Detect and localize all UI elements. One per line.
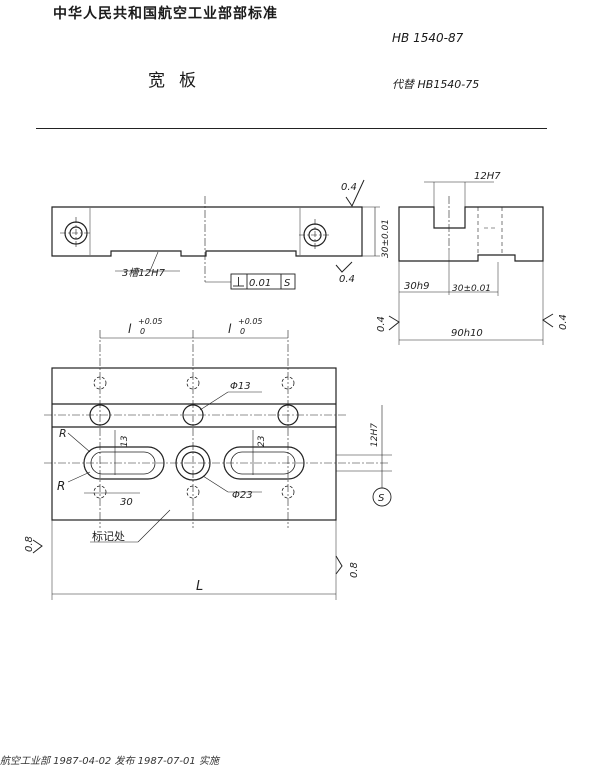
dim-30-pm-text: 30±0.01 bbox=[381, 219, 391, 258]
dim-23-text: 23 bbox=[257, 435, 267, 447]
standard-org-title: 中华人民共和国航空工业部部标准 bbox=[53, 6, 278, 22]
phi13-text: Φ13 bbox=[230, 381, 251, 392]
dim-30-pm-2-text: 30±0.01 bbox=[452, 284, 491, 294]
datum-s-circle-text: S bbox=[378, 493, 385, 504]
perp-tol-text: 0.01 bbox=[249, 278, 271, 289]
dim-12h7-right-text: 12H7 bbox=[370, 423, 380, 447]
dim-L-text: L bbox=[196, 579, 203, 594]
slot-note-text: 3槽12H7 bbox=[122, 267, 166, 279]
ra-0.4-top-text: 0.4 bbox=[341, 182, 357, 193]
dim-30-bottom-text: 30 bbox=[120, 497, 133, 508]
tol-plus-2: +0.05 bbox=[238, 317, 263, 326]
header-rule bbox=[36, 128, 547, 129]
footer-text: 航空工业部 1987-04-02 发布 1987-07-01 实施 bbox=[0, 756, 219, 767]
standard-number: HB 1540-87 bbox=[392, 31, 464, 45]
ra-0.4-left-text: 0.4 bbox=[376, 316, 387, 332]
ra-0.8-left-text: 0.8 bbox=[24, 536, 35, 552]
dim-12h7-top-text: 12H7 bbox=[474, 171, 501, 182]
tol-plus-1: +0.05 bbox=[138, 317, 163, 326]
datum-s-text: S bbox=[284, 278, 291, 289]
phi23-text: Φ23 bbox=[232, 490, 253, 501]
r-lower-text: R bbox=[57, 479, 65, 493]
dim-l2-text: l bbox=[228, 322, 232, 336]
side-view bbox=[388, 181, 554, 345]
front-view bbox=[51, 179, 380, 290]
replaces-note: 代替 HB1540-75 bbox=[392, 78, 480, 91]
part-name: 宽板 bbox=[148, 71, 210, 91]
drawing-annotations: 0.4 0.4 30±0.01 3槽12H7 0.01 S 12H7 30h9 … bbox=[24, 171, 569, 594]
dim-90h10-text: 90h10 bbox=[451, 328, 483, 339]
ra-0.8-right-text: 0.8 bbox=[349, 562, 360, 578]
mark-location-text: 标记处 bbox=[92, 529, 125, 543]
ra-0.4-right-text: 0.4 bbox=[558, 314, 569, 330]
dim-30h9-text: 30h9 bbox=[404, 281, 429, 292]
tol-zero-2: 0 bbox=[240, 327, 245, 336]
dim-l1-text: l bbox=[128, 322, 132, 336]
dim-13-text: 13 bbox=[120, 435, 130, 447]
ra-0.4-bottom-text: 0.4 bbox=[339, 274, 355, 285]
tol-zero-1: 0 bbox=[140, 327, 145, 336]
plan-view bbox=[32, 330, 392, 600]
r-upper-text: R bbox=[59, 427, 67, 440]
